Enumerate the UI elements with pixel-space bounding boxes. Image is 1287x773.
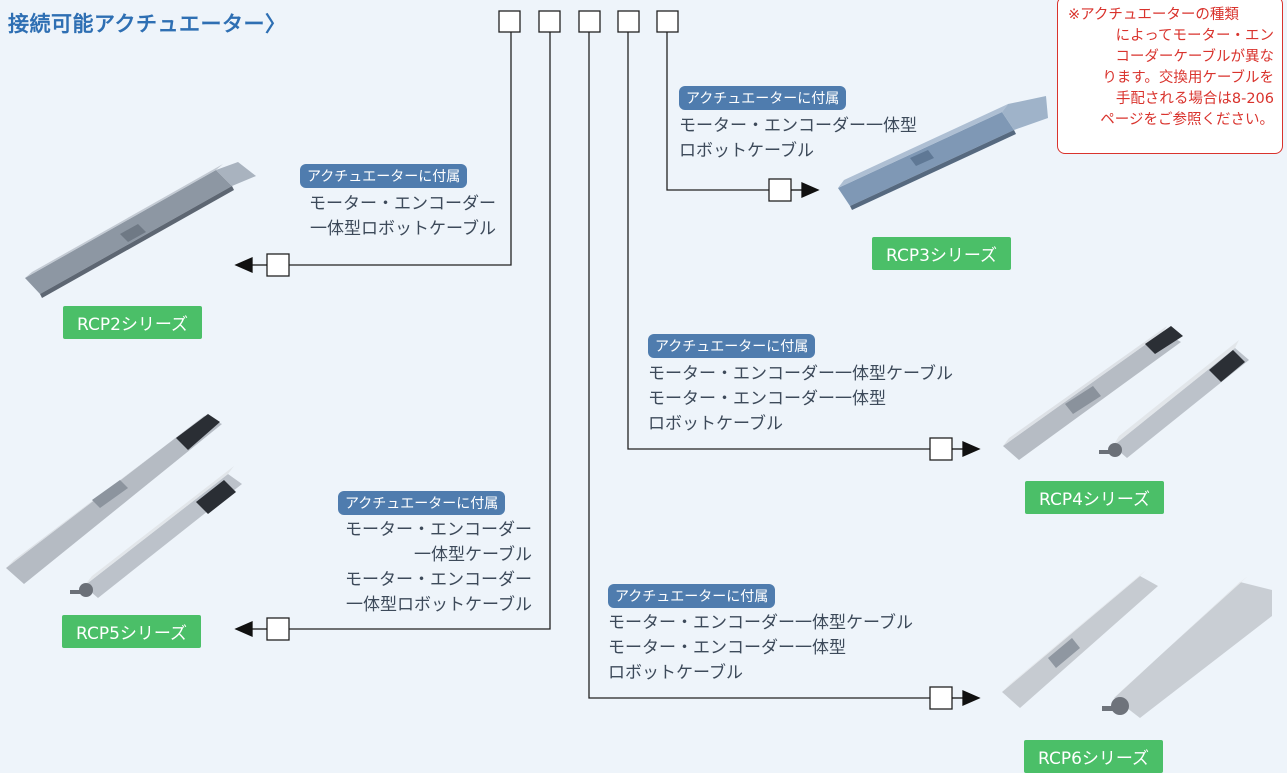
cable-description-line: モーター・エンコーダー一体型 [679, 116, 917, 136]
arrow-right-icon [801, 182, 820, 198]
series-label-rcp2: RCP2シリーズ [63, 306, 203, 339]
cable-description-line: モーター・エンコーダー [309, 194, 496, 214]
note-line: ります。交換用ケーブルを [1102, 70, 1274, 86]
series-label-rcp3: RCP3シリーズ [872, 237, 1012, 270]
rcp4-actuator-image [1003, 326, 1249, 460]
cable-description-line: 一体型ロボットケーブル [346, 595, 532, 615]
attached-tag: アクチュエーターに付属 [648, 334, 816, 358]
rcp2-actuator-image [25, 162, 256, 298]
connector-line-rcp3 [666, 32, 769, 191]
note-line: 手配される場合は8-206 [1115, 91, 1274, 107]
code-box [617, 10, 640, 33]
code-box [656, 10, 679, 33]
cable-description-line: ロボットケーブル [608, 663, 743, 683]
cable-description-line: モーター・エンコーダー一体型ケーブル [608, 613, 913, 633]
note-box: ※アクチュエーターの種類 によってモーター・エン コーダーケーブルが異な ります… [1057, 0, 1283, 154]
attached-tag: アクチュエーターに付属 [300, 164, 468, 188]
note-line: ページをご参照ください。 [1100, 112, 1274, 128]
series-label-rcp4: RCP4シリーズ [1025, 481, 1165, 514]
cable-description-line: モーター・エンコーダー一体型 [608, 638, 846, 658]
page-title: 接続可能アクチュエーター〉 [8, 12, 287, 36]
arrow-right-icon [962, 441, 981, 457]
cable-description-line: ロボットケーブル [648, 414, 783, 434]
cable-description-line: 一体型ロボットケーブル [310, 219, 496, 239]
cable-description-line: モーター・エンコーダー一体型ケーブル [648, 364, 953, 384]
code-box [538, 10, 561, 33]
arrow-right-icon [962, 690, 981, 706]
cable-description-line: モーター・エンコーダー [345, 570, 532, 590]
attached-tag: アクチュエーターに付属 [608, 584, 776, 608]
attached-tag: アクチュエーターに付属 [338, 491, 506, 515]
arrow-left-icon [234, 621, 253, 637]
rcp6-actuator-image [1002, 570, 1272, 718]
cable-description: モーター・エンコーダー 一体型ロボットケーブル [286, 192, 496, 242]
code-box-rcp4 [929, 437, 953, 461]
connector-line-rcp2 [289, 32, 512, 266]
connector-line-rcp5 [289, 32, 551, 630]
cable-description: モーター・エンコーダー 一体型ケーブル モーター・エンコーダー 一体型ロボットケ… [306, 518, 532, 618]
cable-description: モーター・エンコーダー一体型 ロボットケーブル [679, 114, 917, 164]
cable-description-line: モーター・エンコーダー一体型 [648, 389, 886, 409]
note-line: コーダーケーブルが異な [1115, 49, 1274, 65]
connector-line-rcp4 [627, 32, 930, 450]
code-box-rcp2 [266, 253, 290, 277]
cable-description-line: 一体型ケーブル [414, 545, 532, 565]
code-box-rcp6 [929, 686, 953, 710]
rcp5-actuator-image [6, 412, 242, 598]
note-line: ※アクチュエーターの種類 [1068, 7, 1239, 23]
cable-description-line: モーター・エンコーダー [345, 520, 532, 540]
arrow-left-icon [234, 257, 253, 273]
cable-description-line: ロボットケーブル [679, 141, 814, 161]
attached-tag: アクチュエーターに付属 [679, 86, 847, 110]
series-label-rcp6: RCP6シリーズ [1024, 740, 1164, 773]
code-box [578, 10, 601, 33]
cable-description: モーター・エンコーダー一体型ケーブル モーター・エンコーダー一体型 ロボットケー… [608, 611, 913, 686]
connector-line-rcp6 [588, 32, 930, 699]
series-label-rcp5: RCP5シリーズ [62, 615, 202, 648]
cable-description: モーター・エンコーダー一体型ケーブル モーター・エンコーダー一体型 ロボットケー… [648, 362, 953, 437]
rcp3-actuator-image [838, 96, 1048, 210]
code-box [498, 10, 521, 33]
note-line: によってモーター・エン [1115, 28, 1274, 44]
code-box-rcp3 [768, 178, 792, 202]
code-box-rcp5 [266, 617, 290, 641]
